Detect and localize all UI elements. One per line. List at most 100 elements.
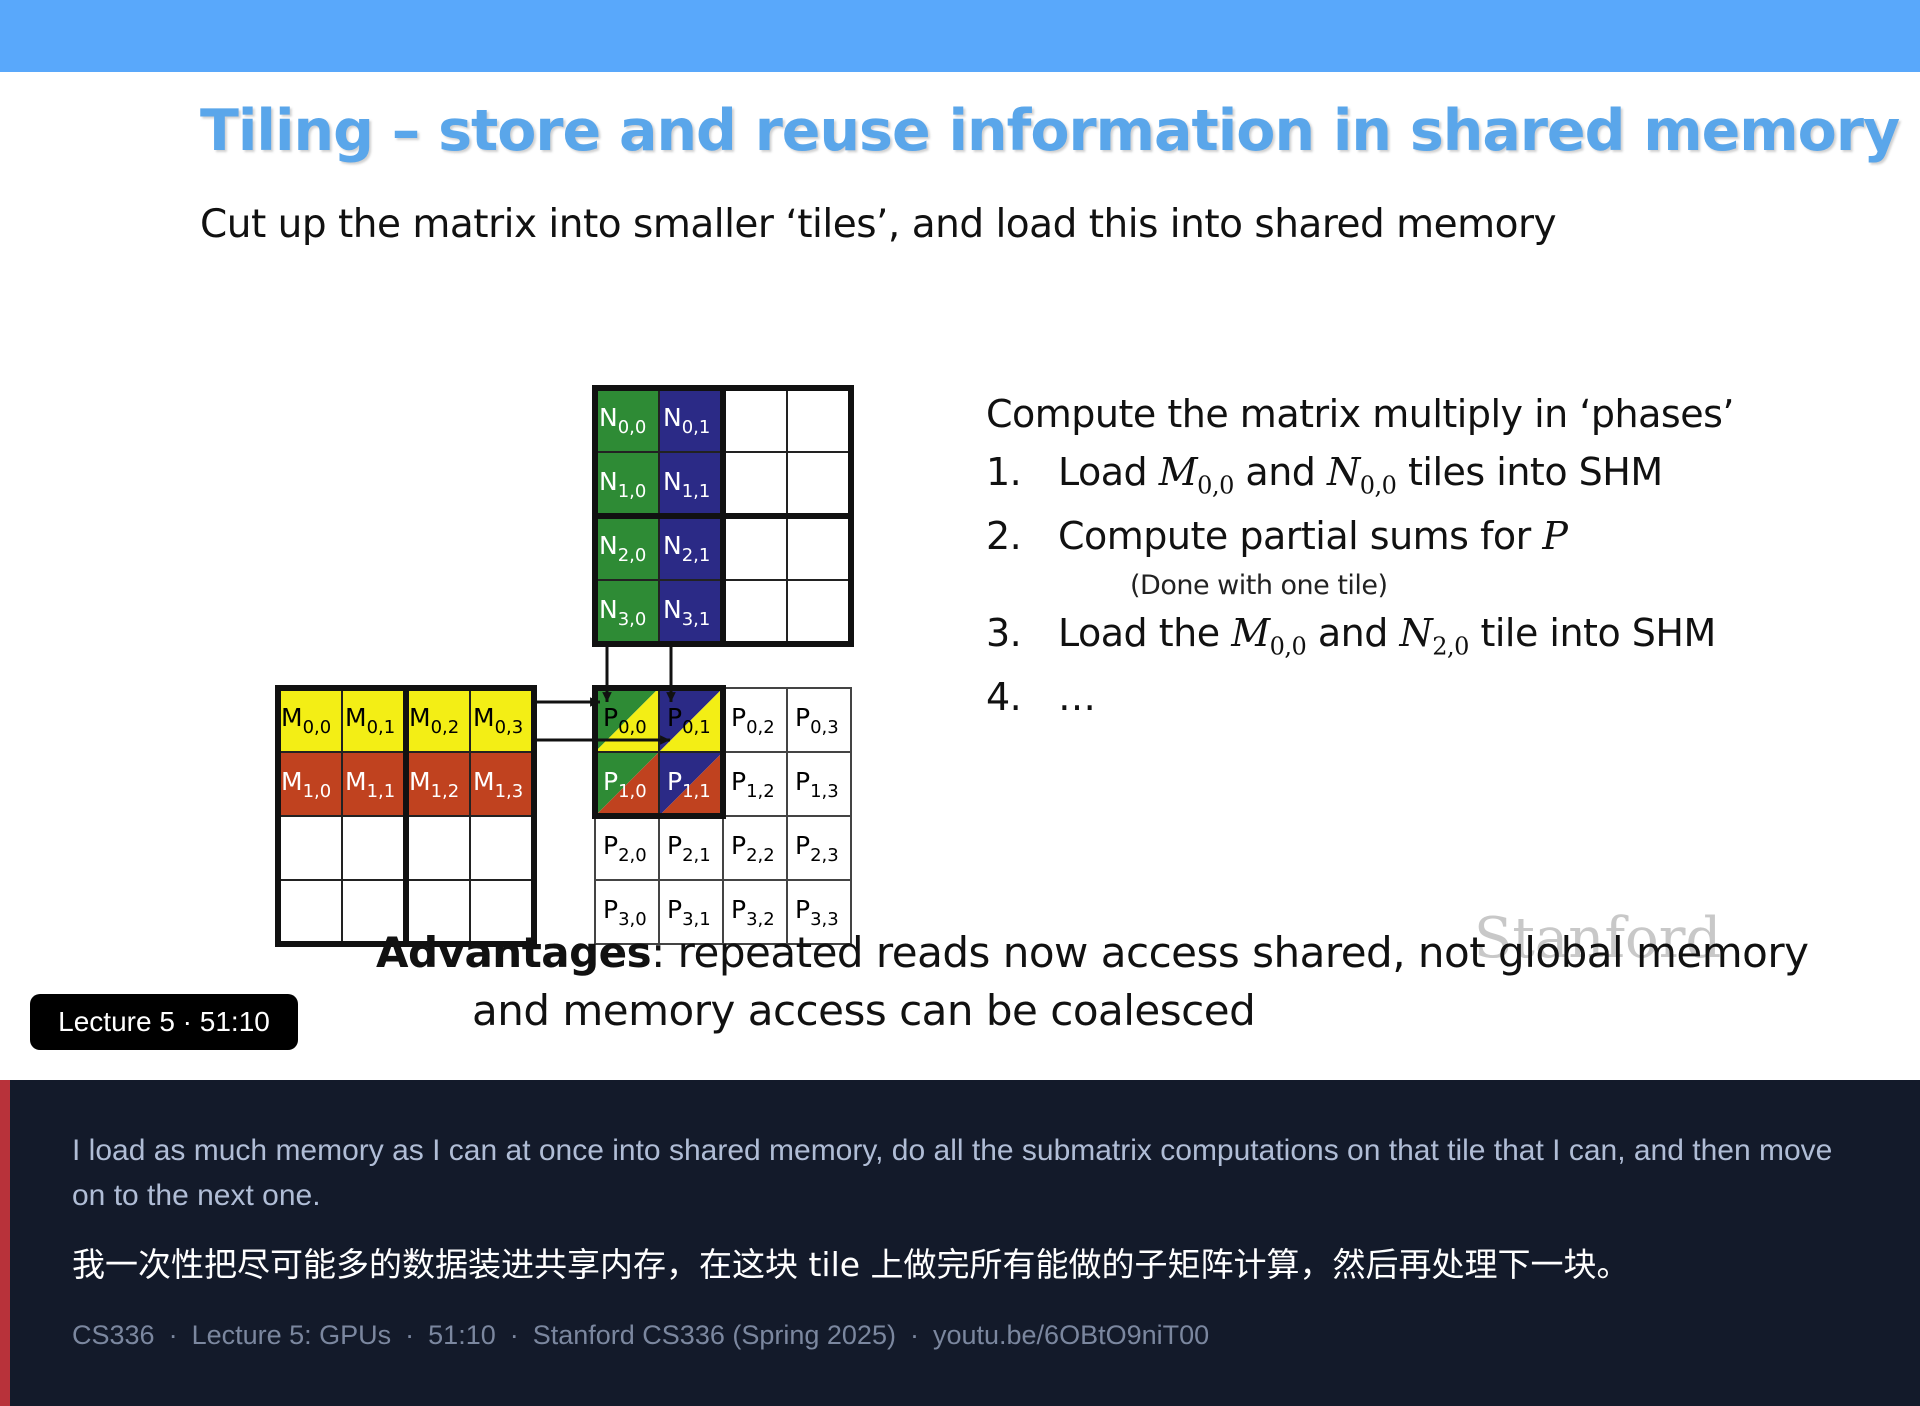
p-label: P3,3 — [795, 895, 839, 930]
m-cell — [405, 879, 471, 945]
p-cell-lower — [595, 752, 659, 816]
m-cell — [469, 815, 535, 881]
m-label: M1,3 — [473, 767, 523, 802]
caption-panel: I load as much memory as I can at once i… — [0, 1080, 1920, 1406]
meta-source: Stanford CS336 (Spring 2025) — [532, 1320, 896, 1350]
m-cell — [469, 687, 535, 753]
step-4: 4. … — [986, 675, 1846, 739]
m-cell — [469, 751, 535, 817]
caption-chinese: 我一次性把尽可能多的数据装进共享内存，在这块 tile 上做完所有能做的子矩阵计… — [72, 1245, 1630, 1284]
step-3-number: 3. — [986, 611, 1022, 655]
p-label: P0,2 — [731, 703, 775, 738]
meta-course: CS336 — [72, 1320, 155, 1350]
p-cell — [722, 687, 788, 753]
meta-lecture: Lecture 5: GPUs — [191, 1320, 392, 1350]
m-label: M0,2 — [409, 703, 459, 738]
step-1-text: Load M0,0 and N0,0 tiles into SHM — [1058, 450, 1663, 500]
n-cell — [658, 387, 724, 453]
m-label: M1,2 — [409, 767, 459, 802]
m-cell — [277, 815, 343, 881]
step-1: 1. Load M0,0 and N0,0 tiles into SHM — [986, 450, 1846, 514]
n-cell — [722, 387, 788, 453]
step-4-number: 4. — [986, 675, 1022, 719]
p-tile-border — [592, 685, 726, 819]
p-label: P1,0 — [603, 767, 647, 802]
m-label: M0,0 — [281, 703, 331, 738]
step-2-text: Compute partial sums for P — [1058, 514, 1568, 558]
n-cell — [786, 387, 852, 453]
slide-title: Tiling – store and reuse information in … — [200, 98, 1900, 164]
p-label: P3,1 — [667, 895, 711, 930]
p-label: P3,2 — [731, 895, 775, 930]
n-cell — [786, 451, 852, 517]
steps-lead: Compute the matrix multiply in ‘phases’ — [986, 392, 1734, 436]
stanford-watermark: Stanford — [1474, 906, 1722, 971]
advantages-label: Advantages — [376, 928, 652, 977]
p-label: P2,2 — [731, 831, 775, 866]
p-label: P2,0 — [603, 831, 647, 866]
n-label: N1,1 — [663, 467, 710, 502]
p-label: P0,0 — [603, 703, 647, 738]
n-label: N0,0 — [599, 403, 646, 438]
meta-time: 51:10 — [428, 1320, 496, 1350]
p-cell — [722, 879, 788, 945]
slide-subtitle: Cut up the matrix into smaller ‘tiles’, … — [200, 202, 1557, 247]
p-cell — [786, 879, 852, 945]
step-1-number: 1. — [986, 450, 1022, 494]
n-cell — [786, 579, 852, 645]
advantages-text-1: : repeated reads now access shared, not … — [651, 928, 1809, 977]
step-2-number: 2. — [986, 514, 1022, 558]
n-label: N1,0 — [599, 467, 646, 502]
n-cell — [658, 515, 724, 581]
m-cell — [341, 815, 407, 881]
n-cell — [786, 515, 852, 581]
p-cell-lower — [595, 688, 659, 752]
p-cell — [786, 751, 852, 817]
p-cell — [594, 879, 660, 945]
n-label: N3,1 — [663, 595, 710, 630]
n-cell — [658, 579, 724, 645]
n-cell — [722, 515, 788, 581]
p-label: P0,1 — [667, 703, 711, 738]
lecture-timestamp-badge: Lecture 5 · 51:10 — [30, 994, 298, 1050]
n-cell — [722, 579, 788, 645]
phase-steps: Compute the matrix multiply in ‘phases’ … — [986, 392, 1846, 739]
arrow-n1-head — [666, 692, 676, 702]
n-label: N2,1 — [663, 531, 710, 566]
p-cell — [722, 815, 788, 881]
m-cell — [277, 751, 343, 817]
n-cell — [722, 451, 788, 517]
advantages-line-2: and memory access can be coalesced — [472, 986, 1256, 1035]
caption-meta: CS336·Lecture 5: GPUs·51:10·Stanford CS3… — [72, 1320, 1210, 1350]
p-cell-lower — [659, 688, 723, 752]
arrow-n0-head — [602, 692, 612, 702]
m-cell — [277, 879, 343, 945]
caption-english: I load as much memory as I can at once i… — [72, 1134, 1833, 1212]
m-cell — [469, 879, 535, 945]
top-bar — [0, 0, 1920, 72]
p-label: P2,3 — [795, 831, 839, 866]
m-label: M0,3 — [473, 703, 523, 738]
p-cell — [658, 879, 724, 945]
p-cell-lower — [659, 752, 723, 816]
m-cell — [405, 815, 471, 881]
p-label: P1,3 — [795, 767, 839, 802]
step-3: 3. Load the M0,0 and N2,0 tile into SHM — [986, 611, 1846, 675]
p-label: P1,2 — [731, 767, 775, 802]
step-3-text: Load the M0,0 and N2,0 tile into SHM — [1058, 611, 1716, 661]
n-label: N3,0 — [599, 595, 646, 630]
slide: Tiling – store and reuse information in … — [0, 72, 1920, 1080]
step-4-text: … — [1058, 675, 1096, 719]
advantages-line-1: Advantages: repeated reads now access sh… — [376, 928, 1809, 977]
p-label: P0,3 — [795, 703, 839, 738]
caption-accent-bar — [0, 1080, 10, 1406]
p-label: P3,0 — [603, 895, 647, 930]
arrow-m0-head — [590, 697, 600, 707]
meta-link[interactable]: youtu.be/6OBtO9niT00 — [932, 1320, 1210, 1350]
step-2-note: (Done with one tile) — [1130, 570, 1388, 601]
p-label: P1,1 — [667, 767, 711, 802]
arrow-m1-head — [660, 735, 670, 745]
n-label: N2,0 — [599, 531, 646, 566]
